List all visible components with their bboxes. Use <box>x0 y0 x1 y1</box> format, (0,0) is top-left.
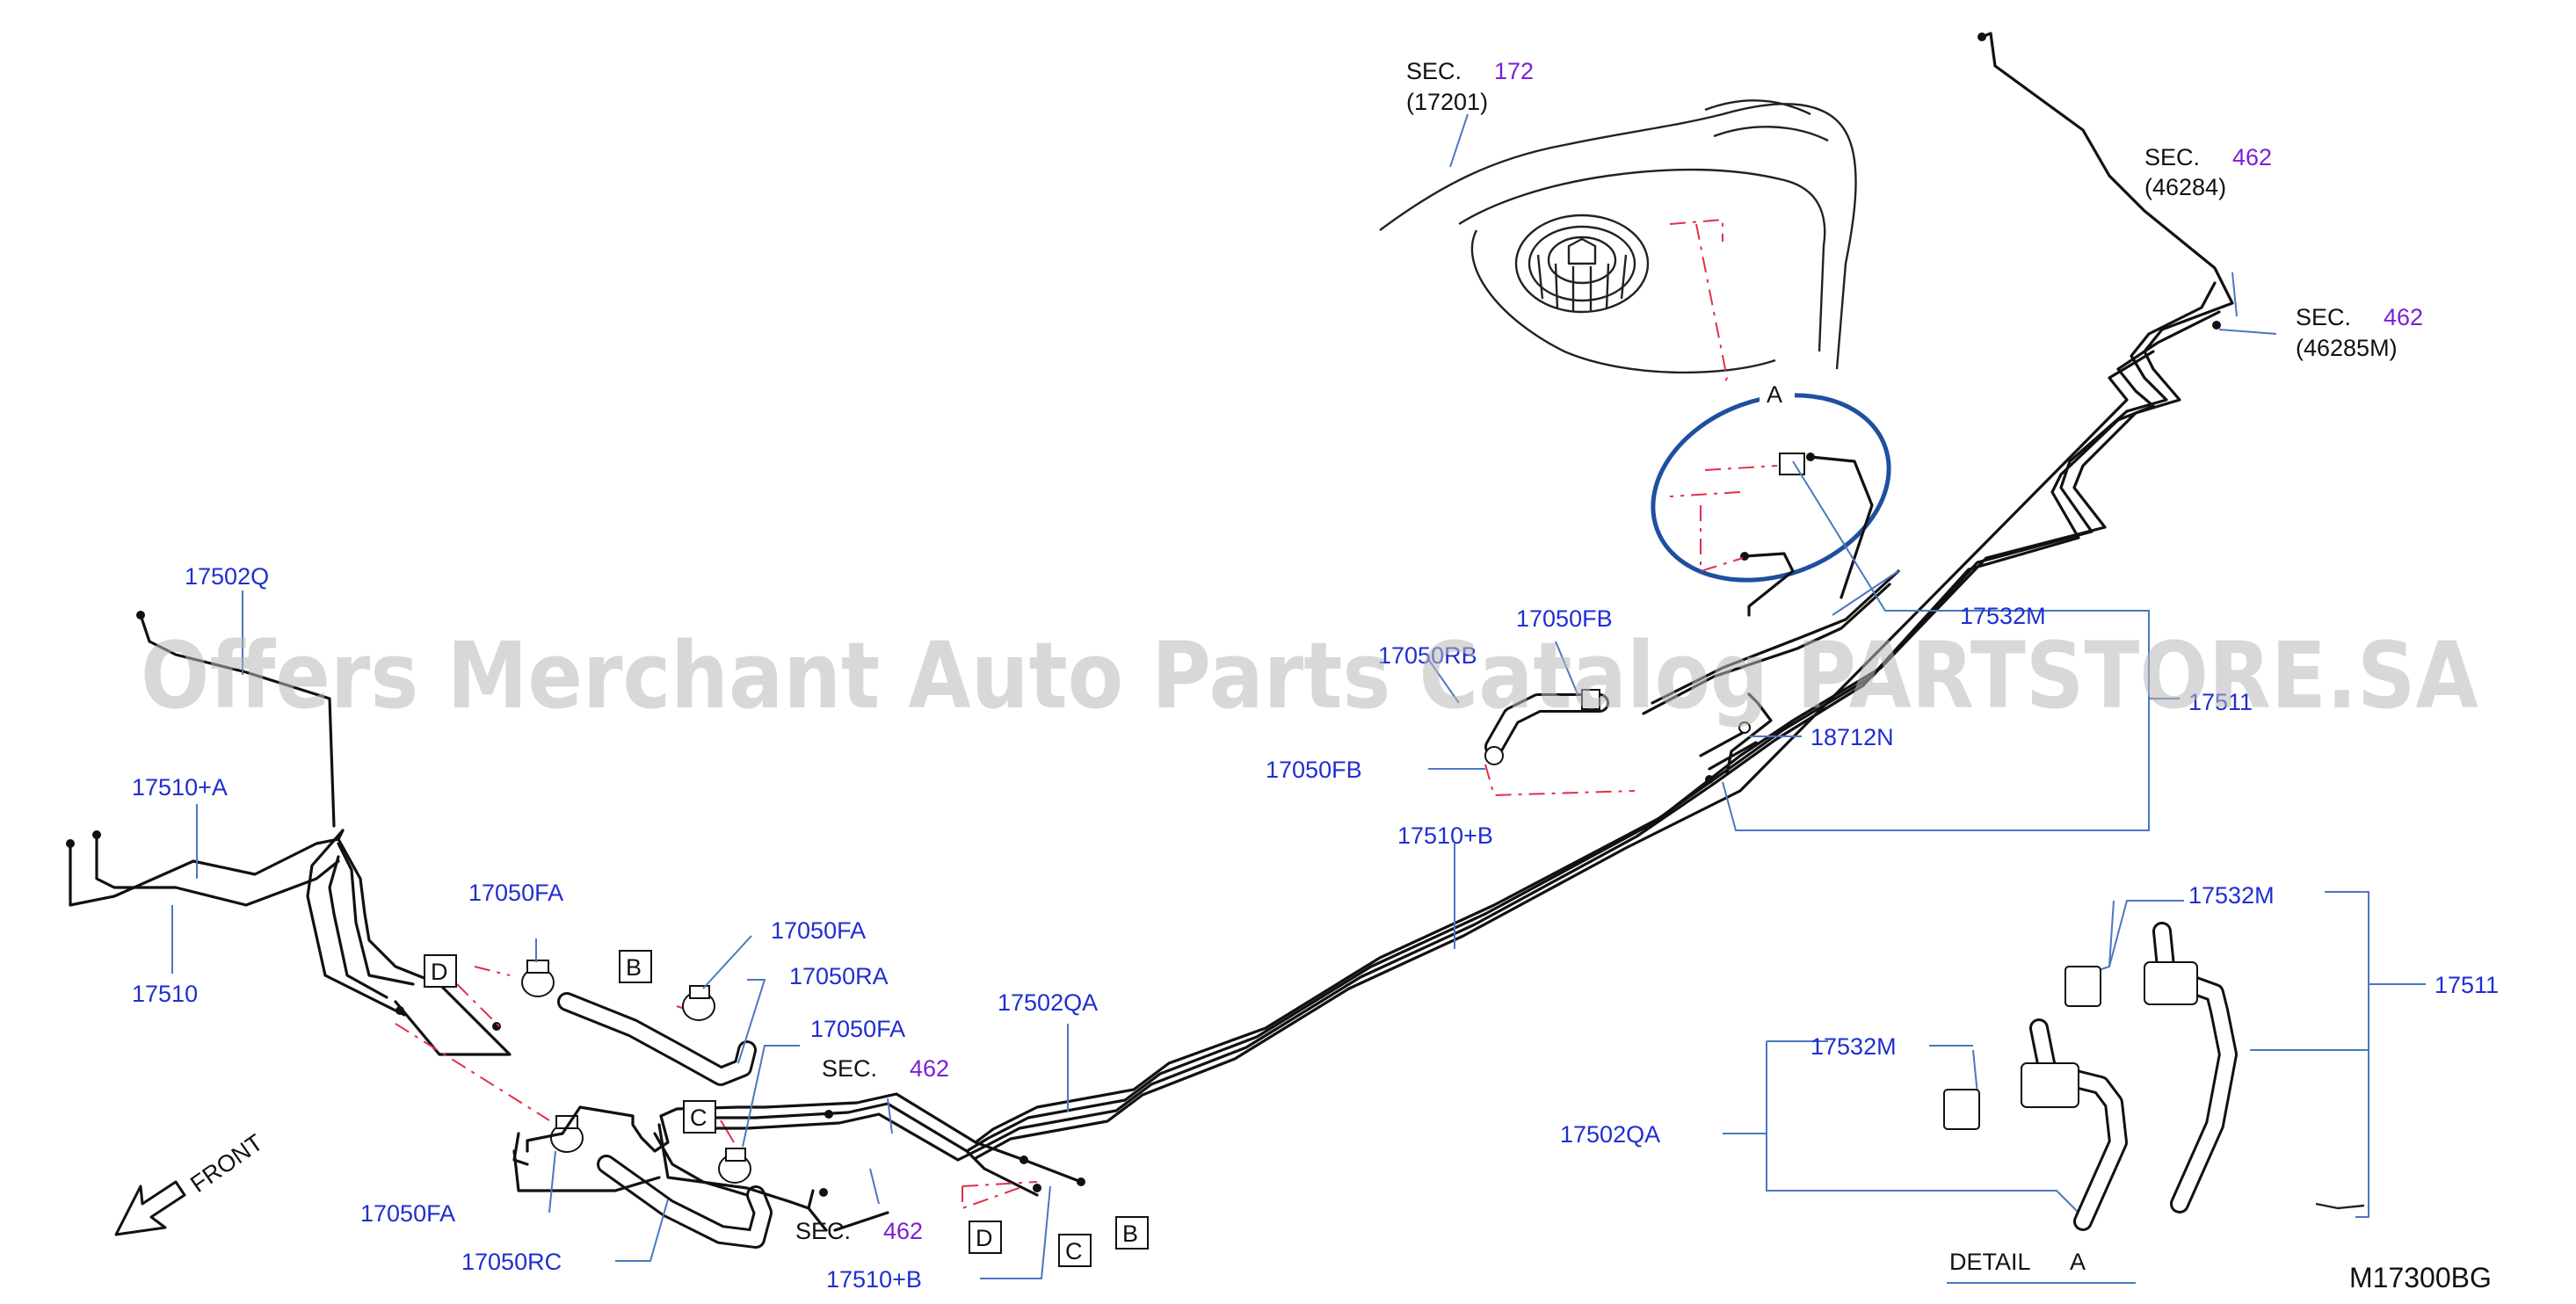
part-label-17050fa: 17050FA <box>360 1200 455 1227</box>
section-word: SEC. <box>2296 304 2351 330</box>
section-ref: (46285M) <box>2296 335 2398 361</box>
part-label-17050rb: 17050RB <box>1378 642 1477 669</box>
part-label-17050ra: 17050RA <box>789 963 889 989</box>
part-label-17511: 17511 <box>2188 689 2253 715</box>
connector-letter-d: D <box>976 1225 993 1251</box>
part-label-17502qa: 17502QA <box>1560 1121 1660 1148</box>
section-number: 462 <box>883 1218 923 1244</box>
part-label-17510-b: 17510+B <box>826 1266 922 1293</box>
front-label: FRONT <box>185 1129 267 1198</box>
connector-letter-d: D <box>431 959 448 985</box>
part-label-17050fb: 17050FB <box>1516 605 1613 632</box>
section-number: 172 <box>1494 58 1534 84</box>
section-number: 462 <box>2384 304 2423 330</box>
connector-letter-c: C <box>690 1105 707 1131</box>
fuel-pump-flange <box>1514 214 1650 314</box>
detail-letter: A <box>2070 1249 2086 1275</box>
fuel-tank <box>1379 99 1857 374</box>
leader-lines <box>171 113 2426 1284</box>
part-label-17532m: 17532M <box>2188 882 2275 909</box>
part-label-17050fa: 17050FA <box>468 880 563 906</box>
hose-clamps <box>521 960 751 1184</box>
connector-letter-b: B <box>1122 1221 1138 1247</box>
part-label-17502qa: 17502QA <box>998 989 1098 1016</box>
part-label-17532m: 17532M <box>1960 603 2046 629</box>
connector-letter-b: B <box>626 954 642 981</box>
part-label-17510-a: 17510+A <box>132 774 228 801</box>
hose-17050rb <box>1484 689 1636 797</box>
section-word: SEC. <box>2144 144 2200 170</box>
part-label-17510: 17510 <box>132 981 198 1007</box>
detail-caption: DETAIL <box>1949 1249 2031 1275</box>
section-references: SEC. 172 (17201) SEC. 462 (46284) SEC. 4… <box>795 58 2423 1244</box>
part-label-17050fa: 17050FA <box>810 1016 905 1042</box>
section-word: SEC. <box>822 1055 877 1082</box>
front-arrow-icon <box>114 1180 186 1236</box>
hose-17050rc <box>597 1155 773 1249</box>
part-label-18712n: 18712N <box>1810 724 1894 750</box>
main-fuel-line-bundle <box>956 32 2234 1162</box>
callout-letter: A <box>1767 381 1782 408</box>
part-label-17532m: 17532M <box>1810 1033 1897 1060</box>
section-word: SEC. <box>1406 58 1462 84</box>
detail-a-drawing <box>1943 922 2365 1231</box>
section-number: 462 <box>2232 144 2272 170</box>
watermark-text: Offers Merchant Auto Parts Catalog PARTS… <box>141 622 2478 729</box>
diagram-code: M17300BG <box>2349 1262 2492 1293</box>
connector-letter-boxes: D B C D C B <box>424 950 1149 1267</box>
connector-letter-c: C <box>1065 1238 1083 1264</box>
part-label-17050fa: 17050FA <box>771 917 866 944</box>
hose-17050ra <box>557 992 757 1086</box>
part-number-labels: 17502Q 17510+A 17510 17050FA 17050FA 170… <box>132 563 2499 1293</box>
part-label-17502q: 17502Q <box>185 563 269 590</box>
part-label-17510-b: 17510+B <box>1397 822 1493 849</box>
part-label-17050rc: 17050RC <box>461 1249 562 1275</box>
section-ref: (17201) <box>1406 89 1488 115</box>
section-word: SEC. <box>795 1218 851 1244</box>
left-fuel-lines <box>66 611 512 1056</box>
part-label-17050fb: 17050FB <box>1266 757 1362 783</box>
detail-a-callout: A <box>1651 376 1891 617</box>
part-label-17511: 17511 <box>2435 972 2499 998</box>
section-ref: (46284) <box>2144 174 2226 200</box>
section-number: 462 <box>910 1055 949 1082</box>
connector-18712n <box>1699 721 1758 784</box>
